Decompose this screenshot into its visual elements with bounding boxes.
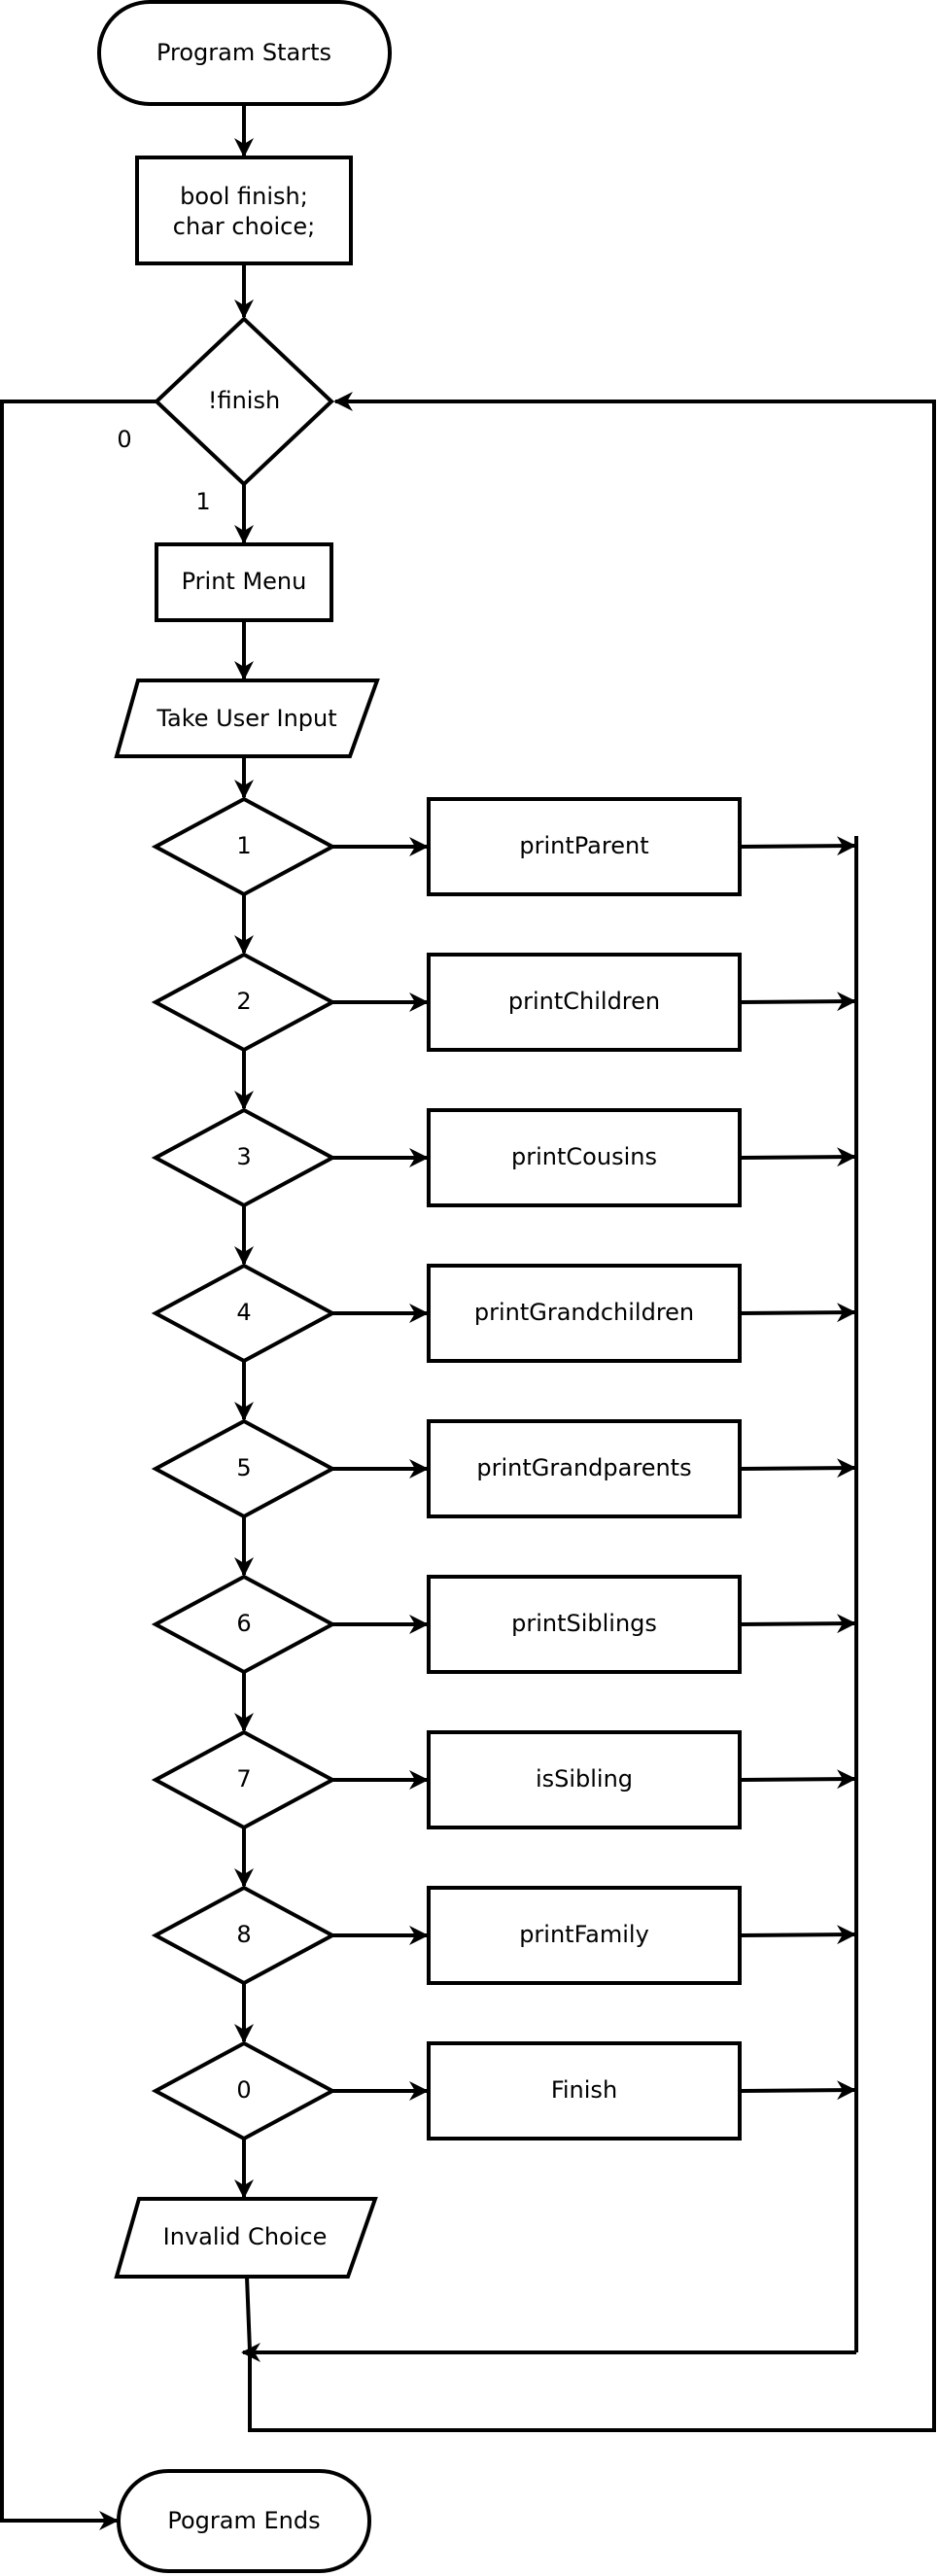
loop-false-label: 0: [117, 426, 131, 453]
action-box-2: [427, 1108, 742, 1207]
action-label: printChildren: [508, 988, 660, 1015]
action-box-6: [427, 1730, 742, 1829]
choice-key-label: 1: [236, 832, 251, 859]
action-label: printSiblings: [511, 1610, 657, 1637]
arrow-loop-false-to-end: [0, 400, 156, 2530]
start-label: Program Starts: [156, 39, 331, 66]
choice-key-label: 6: [236, 1610, 251, 1637]
choice-key-label: 0: [236, 2076, 251, 2104]
arrow-action-to-collector: [739, 992, 856, 1012]
arrow-action-to-collector: [739, 1303, 856, 1323]
action-label: printFamily: [519, 1921, 649, 1948]
end-terminal: [117, 2469, 371, 2573]
action-label: printParent: [519, 832, 648, 859]
choice-key-label: 4: [236, 1299, 251, 1326]
arrow-loop-back-to-condition: [248, 392, 936, 2432]
arrow-action-to-collector: [739, 1769, 856, 1790]
action-label: isSibling: [536, 1765, 633, 1793]
action-label: printCousins: [511, 1143, 657, 1170]
arrow-action-to-collector: [739, 1458, 856, 1479]
action-box-5: [427, 1575, 742, 1674]
action-label: printGrandchildren: [474, 1299, 694, 1326]
action-box-3: [427, 1264, 742, 1363]
invalid-choice-label: Invalid Choice: [163, 2223, 328, 2250]
arrow-action-to-collector: [739, 2080, 856, 2101]
choice-key-label: 8: [236, 1921, 251, 1948]
declare-line2: char choice;: [173, 213, 315, 240]
action-box-0: [427, 797, 742, 896]
choice-chain: 1 printParent 2 printChildren 3 printCousins 4…: [151, 796, 856, 2199]
loop-condition-label: !finish: [208, 387, 280, 414]
action-label: printGrandparents: [476, 1454, 691, 1481]
arrow-action-to-collector: [739, 1147, 856, 1167]
arrow-action-to-collector: [739, 1614, 856, 1634]
declare-line1: bool finish;: [180, 183, 308, 210]
invalid-choice-parallelogram: [114, 2197, 378, 2279]
declare-box: [135, 156, 353, 265]
action-label: Finish: [551, 2076, 617, 2104]
take-input-parallelogram: [114, 679, 380, 758]
choice-key-label: 5: [236, 1454, 251, 1481]
print-menu-label: Print Menu: [182, 568, 307, 595]
take-input-label: Take User Input: [156, 705, 336, 732]
arrow-action-to-collector: [739, 836, 856, 856]
action-box-4: [427, 1419, 742, 1518]
choice-key-label: 3: [236, 1143, 251, 1170]
choice-key-label: 2: [236, 988, 251, 1015]
choice-key-label: 7: [236, 1765, 251, 1793]
loop-true-label: 1: [195, 488, 210, 515]
arrow-action-to-collector: [739, 1925, 856, 1945]
action-box-8: [427, 2041, 742, 2141]
arrow-invalid-to-merge: [245, 2276, 252, 2351]
end-label: Pogram Ends: [167, 2507, 320, 2534]
